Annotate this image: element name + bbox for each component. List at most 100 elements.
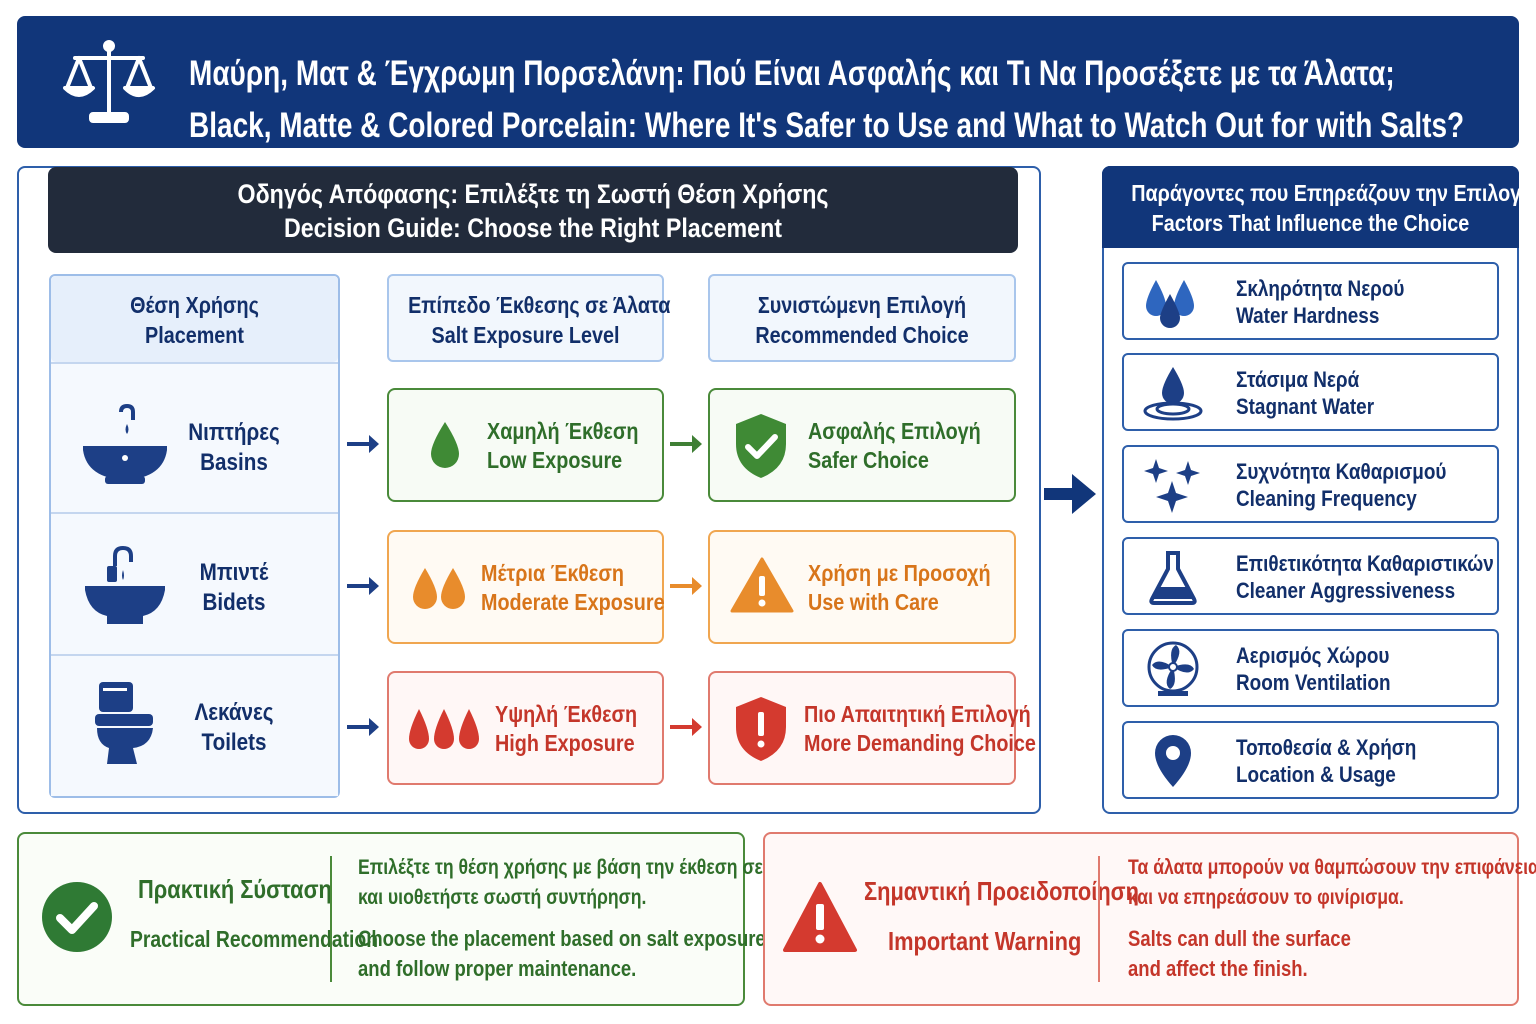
- column-header-english: Recommended Choice: [755, 322, 969, 348]
- exposure-box-moderate: Μέτρια Έκθεση Moderate Exposure: [387, 530, 665, 644]
- arrow-right-icon: [670, 435, 702, 453]
- factor-english: Room Ventilation: [1236, 670, 1391, 695]
- page-title-greek: Μαύρη, Ματ & Έγχρωμη Πορσελάνη: Πού Είνα…: [189, 54, 1395, 93]
- exposure-greek: Μέτρια Έκθεση: [481, 560, 624, 586]
- exposure-greek: Χαμηλή Έκθεση: [487, 418, 639, 444]
- factor-greek: Επιθετικότητα Καθαριστικών: [1236, 551, 1494, 576]
- decision-guide-title-greek: Οδηγός Απόφασης: Επιλέξτε τη Σωστή Θέση …: [237, 179, 829, 209]
- placement-greek: Λεκάνες: [194, 699, 274, 726]
- recommendation-text-greek-1: Επιλέξτε τη θέση χρήσης με βάση την έκθε…: [358, 856, 818, 879]
- recommendation-title-english: Practical Recommendation: [130, 926, 379, 952]
- arrow-right-icon: [670, 718, 702, 736]
- factor-greek: Στάσιμα Νερά: [1236, 367, 1360, 392]
- placement-row-bidets: Μπιντέ Bidets: [51, 512, 338, 654]
- choice-box-demanding: Πιο Απαιτητική Επιλογή More Demanding Ch…: [708, 671, 1036, 785]
- factor-text: Επιθετικότητα Καθαριστικών Cleaner Aggre…: [1236, 550, 1536, 604]
- exposure-text: Μέτρια Έκθεση Moderate Exposure: [481, 559, 694, 617]
- recommendation-text-english-1: Choose the placement based on salt expos…: [358, 926, 766, 951]
- choice-english: Safer Choice: [808, 447, 929, 473]
- single-drop-icon: [431, 422, 459, 468]
- factor-greek: Σκληρότητα Νερού: [1236, 276, 1405, 301]
- column-header-greek: Συνιστώμενη Επιλογή: [757, 292, 967, 318]
- factor-cleaning-frequency: Συχνότητα Καθαρισμού Cleaning Frequency: [1122, 445, 1499, 523]
- factor-stagnant-water: Στάσιμα Νερά Stagnant Water: [1122, 353, 1499, 431]
- decision-guide-title-english: Decision Guide: Choose the Right Placeme…: [283, 213, 783, 243]
- location-pin-icon: [1155, 735, 1191, 787]
- factor-english: Water Hardness: [1236, 303, 1380, 328]
- choice-greek: Ασφαλής Επιλογή: [808, 418, 981, 444]
- recommendation-text-greek-2: και υιοθετήστε σωστή συντήρηση.: [358, 886, 647, 909]
- warning-text-greek-1: Τα άλατα μπορούν να θαμπώσουν την επιφάν…: [1128, 856, 1536, 879]
- toilet-icon: [95, 682, 153, 764]
- exposure-english: Moderate Exposure: [481, 589, 665, 615]
- placement-greek: Νιπτήρες: [188, 419, 280, 446]
- placement-label: Νιπτήρες Basins: [169, 418, 299, 478]
- placement-english: Toilets: [201, 729, 267, 756]
- exposure-text: Υψηλή Έκθεση High Exposure: [495, 700, 660, 758]
- choice-english: More Demanding Choice: [804, 730, 1036, 756]
- warning-text-english-1: Salts can dull the surface: [1128, 926, 1351, 951]
- scales-icon: [63, 40, 155, 123]
- divider: [330, 856, 332, 982]
- recommended-column-header: Συνιστώμενη Επιλογή Recommended Choice: [708, 274, 1016, 362]
- arrow-right-icon: [1044, 474, 1096, 514]
- basin-icon: [83, 404, 167, 484]
- arrow-right-icon: [347, 718, 379, 736]
- factor-text: Τοποθεσία & Χρήση Location & Usage: [1236, 734, 1446, 788]
- warning-title-greek: Σημαντική Προειδοποίηση: [864, 876, 1139, 906]
- choice-text: Ασφαλής Επιλογή Safer Choice: [808, 417, 1009, 475]
- choice-text: Πιο Απαιτητική Επιλογή More Demanding Ch…: [804, 700, 1074, 758]
- choice-box-safer: Ασφαλής Επιλογή Safer Choice: [708, 388, 1016, 502]
- placement-greek: Μπιντέ: [199, 559, 269, 586]
- water-drops-icon: [1146, 280, 1194, 328]
- factor-english: Location & Usage: [1236, 762, 1396, 787]
- decision-guide-title: Οδηγός Απόφασης: Επιλέξτε τη Σωστή Θέση …: [48, 167, 1018, 253]
- important-warning-panel: [763, 832, 1519, 1006]
- choice-box-care: Χρήση με Προσοχή Use with Care: [708, 530, 1016, 644]
- factor-text: Στάσιμα Νερά Stagnant Water: [1236, 366, 1397, 420]
- placement-row-toilets: Λεκάνες Toilets: [51, 654, 338, 796]
- exposure-box-high: Υψηλή Έκθεση High Exposure: [387, 671, 664, 785]
- factor-room-ventilation: Αερισμός Χώρου Room Ventilation: [1122, 629, 1499, 707]
- choice-greek: Πιο Απαιτητική Επιλογή: [804, 701, 1031, 727]
- page-title-english: Black, Matte & Colored Porcelain: Where …: [189, 106, 1465, 145]
- double-drop-icon: [413, 568, 465, 609]
- sparkles-icon: [1144, 459, 1200, 513]
- exposure-box-low: Χαμηλή Έκθεση Low Exposure: [387, 388, 664, 502]
- factor-cleaner-aggressiveness: Επιθετικότητα Καθαριστικών Cleaner Aggre…: [1122, 537, 1499, 615]
- placement-row-basins: Νιπτήρες Basins: [51, 362, 338, 512]
- factor-english: Cleaning Frequency: [1236, 486, 1417, 511]
- placement-english: Bidets: [202, 589, 266, 616]
- shield-alert-icon: [736, 697, 786, 761]
- choice-english: Use with Care: [808, 589, 939, 615]
- drop-ripple-icon: [1143, 367, 1203, 421]
- flask-icon: [1149, 551, 1197, 605]
- arrow-right-icon: [347, 577, 379, 595]
- check-circle-icon: [42, 882, 112, 952]
- warning-triangle-icon: [783, 882, 857, 952]
- column-header-greek: Θέση Χρήσης: [130, 292, 259, 318]
- shield-check-icon: [736, 414, 786, 478]
- exposure-english: Low Exposure: [487, 447, 623, 473]
- exposure-greek: Υψηλή Έκθεση: [495, 701, 638, 727]
- placement-english: Basins: [200, 449, 268, 476]
- factor-greek: Συχνότητα Καθαρισμού: [1236, 459, 1447, 484]
- practical-recommendation-panel: [17, 832, 745, 1006]
- divider: [1098, 856, 1100, 982]
- factor-english: Cleaner Aggressiveness: [1236, 578, 1456, 603]
- fan-icon: [1147, 641, 1199, 696]
- exposure-column-header: Επίπεδο Έκθεσης σε Άλατα Salt Exposure L…: [387, 274, 670, 362]
- column-header-english: Placement: [145, 322, 244, 348]
- factor-water-hardness: Σκληρότητα Νερού Water Hardness: [1122, 262, 1499, 340]
- factor-text: Σκληρότητα Νερού Water Hardness: [1236, 275, 1432, 329]
- placement-label: Μπιντέ Bidets: [169, 558, 299, 618]
- choice-greek: Χρήση με Προσοχή: [808, 560, 991, 586]
- choice-text: Χρήση με Προσοχή Use with Care: [808, 559, 1020, 617]
- arrow-right-icon: [670, 577, 702, 595]
- factors-title: Παράγοντες που Επηρεάζουν την Επιλογή Fa…: [1102, 166, 1533, 248]
- warning-text-english-2: and affect the finish.: [1128, 956, 1308, 981]
- factors-title-english: Factors That Influence the Choice: [1151, 210, 1470, 236]
- factor-location-usage: Τοποθεσία & Χρήση Location & Usage: [1122, 721, 1499, 799]
- recommendation-title-greek: Πρακτική Σύσταση: [138, 874, 332, 904]
- warning-text-greek-2: και να επηρεάσουν το φινίρισμα.: [1128, 886, 1404, 909]
